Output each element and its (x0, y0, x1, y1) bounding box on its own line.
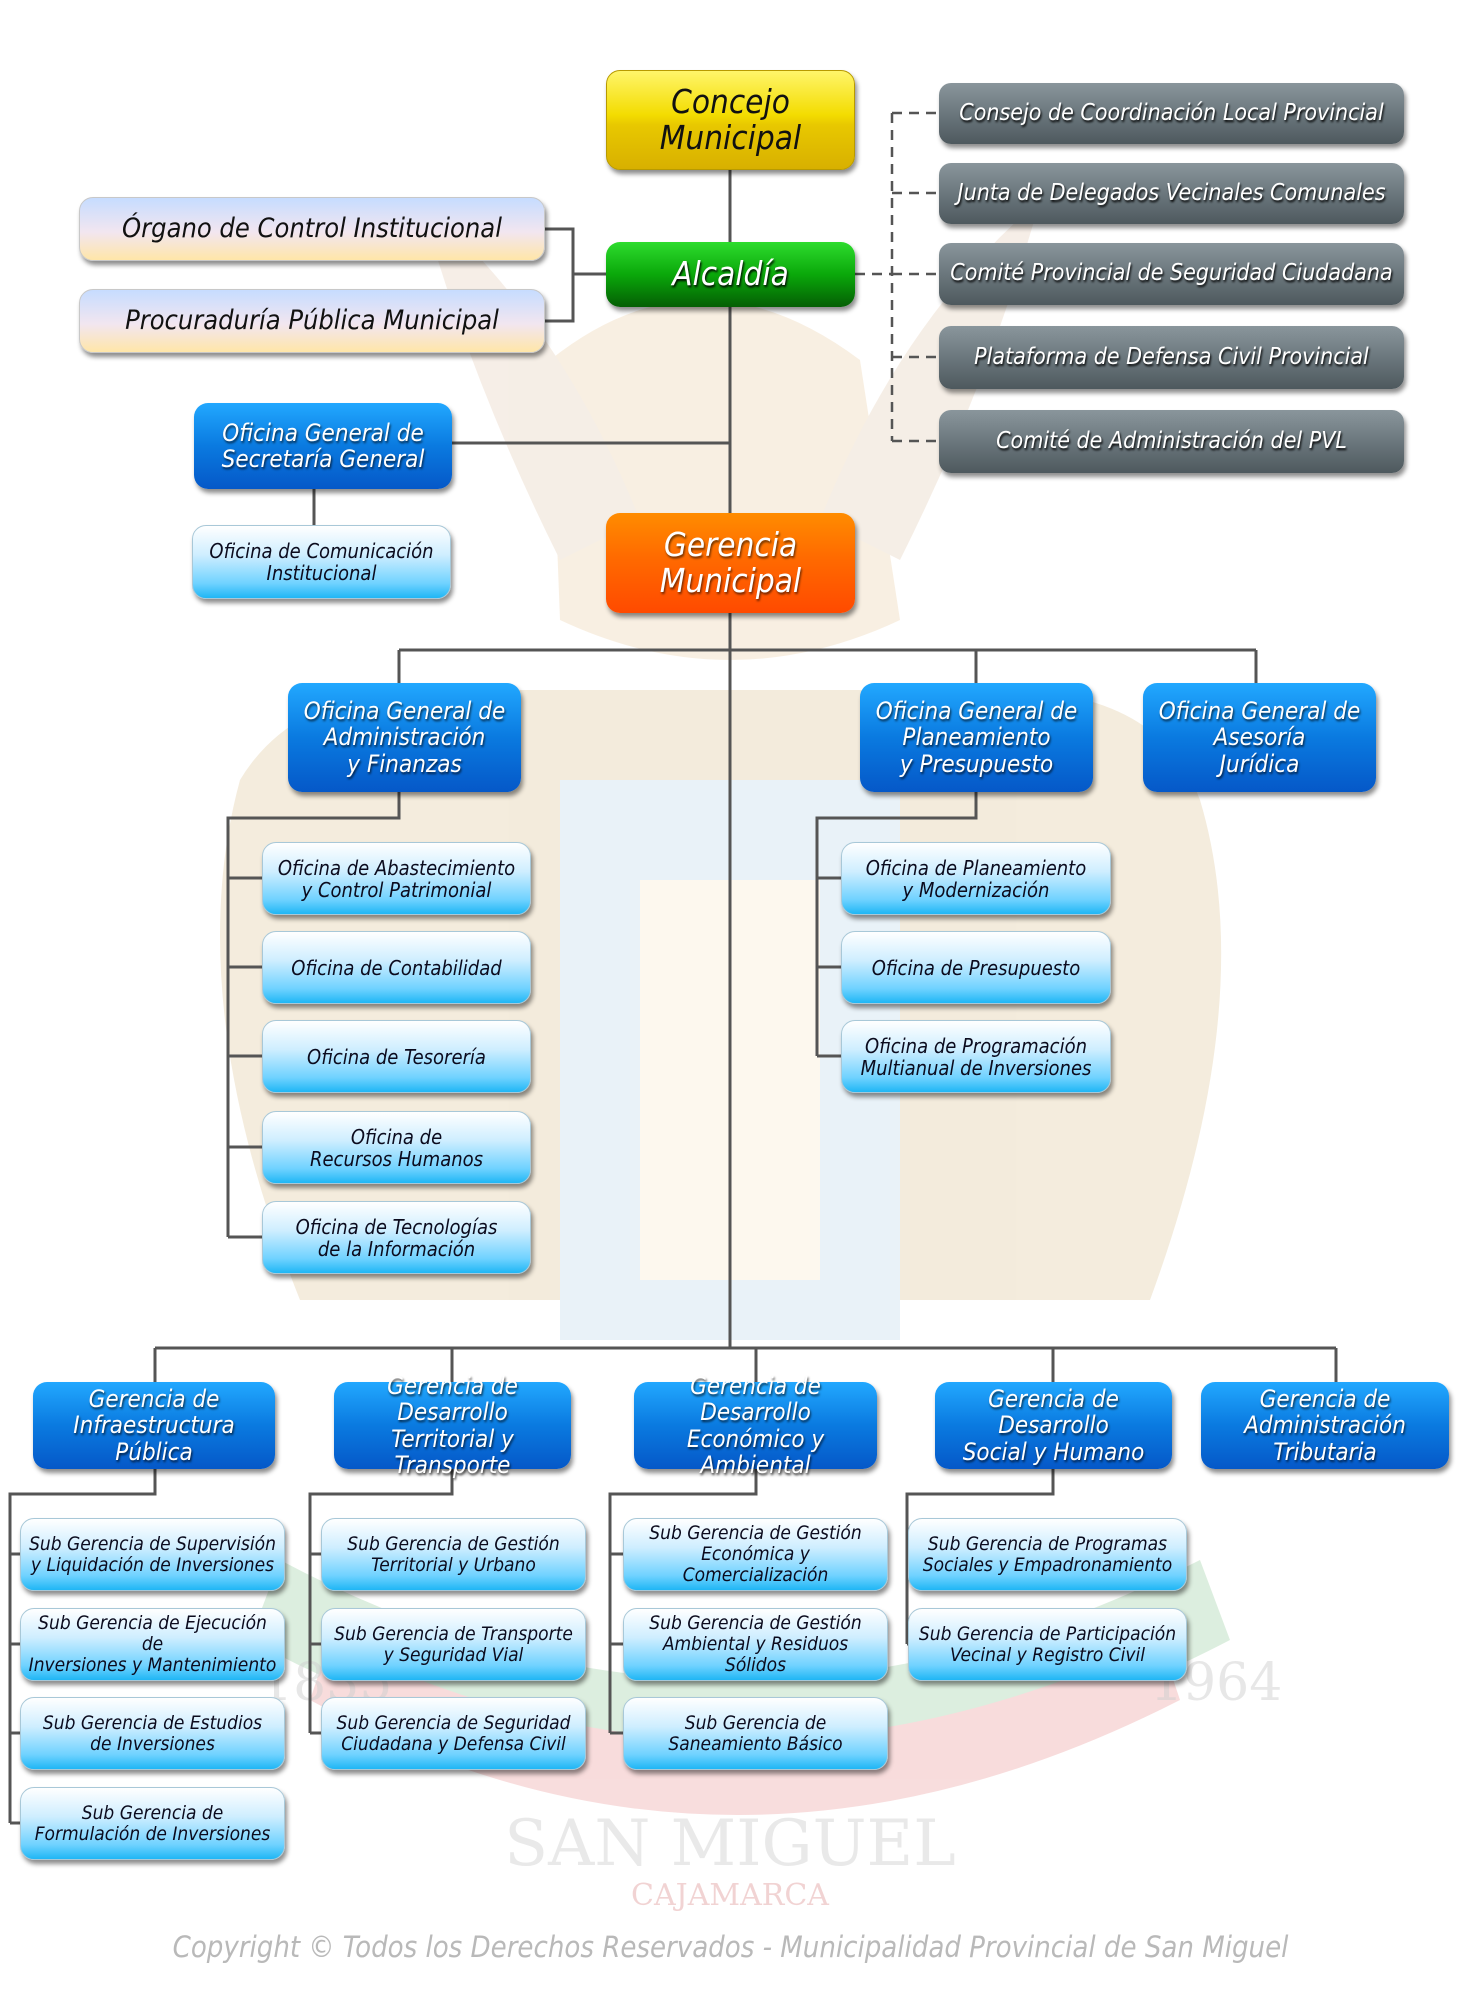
node-label: Procuraduría Pública Municipal (125, 305, 499, 337)
node-programacion-multianual[interactable]: Oficina de Programación Multianual de In… (841, 1020, 1111, 1093)
node-label: Oficina General de Planeamiento y Presup… (875, 696, 1078, 778)
node-gerencia-economico[interactable]: Gerencia de Desarrollo Económico y Ambie… (634, 1373, 877, 1478)
node-label: Concejo Municipal (659, 81, 802, 157)
node-og-asesoria[interactable]: Oficina General de Asesoría Jurídica (1143, 683, 1376, 792)
node-label: Sub Gerencia de Seguridad Ciudadana y De… (336, 1711, 571, 1755)
node-label: Comité de Administración del PVL (996, 427, 1347, 454)
node-label: Oficina de Recursos Humanos (309, 1124, 484, 1171)
connector-control (545, 227, 606, 323)
node-label: Oficina de Programación Multianual de In… (860, 1033, 1092, 1080)
connector-economico-children (608, 1469, 758, 1735)
node-label: Sub Gerencia de Saneamiento Básico (668, 1711, 843, 1755)
node-contabilidad[interactable]: Oficina de Contabilidad (262, 931, 531, 1004)
node-label: Oficina de Presupuesto (871, 955, 1081, 980)
node-recursos-humanos[interactable]: Oficina de Recursos Humanos (262, 1111, 531, 1184)
node-coordination-5[interactable]: Comité de Administración del PVL (939, 410, 1404, 473)
node-label: Órgano de Control Institucional (122, 213, 502, 245)
connector-social-children (905, 1469, 1055, 1646)
node-sg-saneamiento[interactable]: Sub Gerencia de Saneamiento Básico (623, 1697, 888, 1770)
connector-general-offices-bus (397, 648, 1258, 683)
node-planeamiento-modernizacion[interactable]: Oficina de Planeamiento y Modernización (841, 842, 1111, 915)
node-gerencia-infraestructura[interactable]: Gerencia de Infraestructura Pública (33, 1382, 275, 1469)
node-gerencia-social[interactable]: Gerencia de Desarrollo Social y Humano (935, 1382, 1172, 1469)
node-label: Oficina General de Administración y Fina… (303, 696, 506, 778)
node-coordination-2[interactable]: Junta de Delegados Vecinales Comunales (939, 163, 1404, 224)
node-sg-seguridad-ciudadana[interactable]: Sub Gerencia de Seguridad Ciudadana y De… (321, 1697, 586, 1770)
node-label: Gerencia de Infraestructura Pública (73, 1384, 235, 1466)
connector-gerencias-bus (153, 1346, 1338, 1382)
node-gerencia-territorial[interactable]: Gerencia de Desarrollo Territorial y Tra… (334, 1373, 571, 1478)
node-label: Oficina General de Secretaría General (221, 418, 425, 473)
node-label: Comité Provincial de Seguridad Ciudadana (950, 260, 1393, 287)
node-sg-participacion-vecinal[interactable]: Sub Gerencia de Participación Vecinal y … (908, 1608, 1187, 1681)
node-abastecimiento[interactable]: Oficina de Abastecimiento y Control Patr… (262, 842, 531, 915)
watermark-banner-text: SAN MIGUEL (504, 1807, 956, 1881)
node-label: Sub Gerencia de Supervisión y Liquidació… (29, 1532, 276, 1576)
node-label: Gerencia de Administración Tributaria (1244, 1384, 1406, 1466)
node-og-administracion[interactable]: Oficina General de Administración y Fina… (288, 683, 521, 792)
node-label: Sub Gerencia de Gestión Territorial y Ur… (347, 1532, 560, 1576)
node-coordination-4[interactable]: Plataforma de Defensa Civil Provincial (939, 326, 1404, 389)
node-label: Oficina de Tecnologías de la Información (295, 1214, 498, 1261)
node-sg-programas-sociales[interactable]: Sub Gerencia de Programas Sociales y Emp… (908, 1518, 1187, 1591)
node-label: Junta de Delegados Vecinales Comunales (957, 179, 1386, 206)
node-label: Oficina General de Asesoría Jurídica (1158, 696, 1361, 778)
node-label: Plataforma de Defensa Civil Provincial (974, 343, 1369, 370)
node-label: Sub Gerencia de Programas Sociales y Emp… (922, 1532, 1173, 1576)
node-label: Sub Gerencia de Participación Vecinal y … (918, 1622, 1177, 1666)
node-organo-control[interactable]: Órgano de Control Institucional (79, 197, 545, 261)
node-sg-transporte[interactable]: Sub Gerencia de Transporte y Seguridad V… (321, 1608, 586, 1681)
node-label: Sub Gerencia de Gestión Ambiental y Resi… (649, 1612, 862, 1676)
node-comunicacion-institucional[interactable]: Oficina de Comunicación Institucional (192, 525, 451, 599)
node-tecnologias[interactable]: Oficina de Tecnologías de la Información (262, 1201, 531, 1274)
node-sg-supervision[interactable]: Sub Gerencia de Supervisión y Liquidació… (20, 1518, 285, 1591)
copyright-footer: Copyright © Todos los Derechos Reservado… (172, 1930, 1289, 1964)
node-concejo-municipal[interactable]: Concejo Municipal (606, 70, 855, 170)
node-sg-formulacion[interactable]: Sub Gerencia de Formulación de Inversion… (20, 1787, 285, 1860)
node-coordination-3[interactable]: Comité Provincial de Seguridad Ciudadana (939, 243, 1404, 305)
connector-admin-children (226, 792, 401, 1239)
node-gerencia-tributaria[interactable]: Gerencia de Administración Tributaria (1201, 1382, 1449, 1469)
connector-territorial-children (308, 1469, 454, 1735)
node-label: Oficina de Comunicación Institucional (209, 539, 434, 585)
connector-infraestructura-children (8, 1469, 157, 1825)
node-sg-gestion-ambiental[interactable]: Sub Gerencia de Gestión Ambiental y Resi… (623, 1608, 888, 1681)
node-alcaldia[interactable]: Alcaldía (606, 242, 855, 307)
connector-secretaria (312, 441, 730, 525)
node-sg-gestion-economica[interactable]: Sub Gerencia de Gestión Económica y Come… (623, 1518, 888, 1591)
node-label: Gerencia Municipal (659, 524, 802, 600)
node-label: Gerencia de Desarrollo Social y Humano (962, 1384, 1145, 1466)
node-label: Sub Gerencia de Ejecución de Inversiones… (28, 1612, 277, 1676)
node-gerencia-municipal[interactable]: Gerencia Municipal (606, 513, 855, 613)
node-secretaria-general[interactable]: Oficina General de Secretaría General (194, 403, 452, 489)
node-og-planeamiento[interactable]: Oficina General de Planeamiento y Presup… (860, 683, 1093, 792)
node-label: Gerencia de Desarrollo Económico y Ambie… (686, 1371, 825, 1479)
node-label: Sub Gerencia de Estudios de Inversiones (42, 1711, 263, 1755)
node-label: Gerencia de Desarrollo Territorial y Tra… (387, 1371, 518, 1479)
node-sg-gestion-territorial[interactable]: Sub Gerencia de Gestión Territorial y Ur… (321, 1518, 586, 1591)
node-tesoreria[interactable]: Oficina de Tesorería (262, 1020, 531, 1093)
node-label: Alcaldía (672, 254, 789, 294)
node-sg-estudios[interactable]: Sub Gerencia de Estudios de Inversiones (20, 1697, 285, 1770)
node-procuraduria[interactable]: Procuraduría Pública Municipal (79, 289, 545, 353)
node-coordination-1[interactable]: Consejo de Coordinación Local Provincial (939, 83, 1404, 144)
node-label: Sub Gerencia de Gestión Económica y Come… (649, 1522, 862, 1586)
node-label: Oficina de Planeamiento y Modernización (865, 855, 1087, 902)
node-label: Sub Gerencia de Formulación de Inversion… (34, 1801, 271, 1845)
connector-planeamiento-children (815, 792, 978, 1058)
node-label: Sub Gerencia de Transporte y Seguridad V… (334, 1622, 573, 1666)
node-label: Oficina de Tesorería (307, 1044, 486, 1069)
node-sg-ejecucion[interactable]: Sub Gerencia de Ejecución de Inversiones… (20, 1608, 285, 1681)
node-label: Oficina de Contabilidad (291, 955, 502, 980)
node-label: Oficina de Abastecimiento y Control Patr… (277, 855, 516, 902)
node-presupuesto[interactable]: Oficina de Presupuesto (841, 931, 1111, 1004)
node-label: Consejo de Coordinación Local Provincial (959, 99, 1384, 126)
watermark-sub-text: CAJAMARCA (631, 1878, 829, 1913)
connector-coordination (855, 111, 939, 443)
